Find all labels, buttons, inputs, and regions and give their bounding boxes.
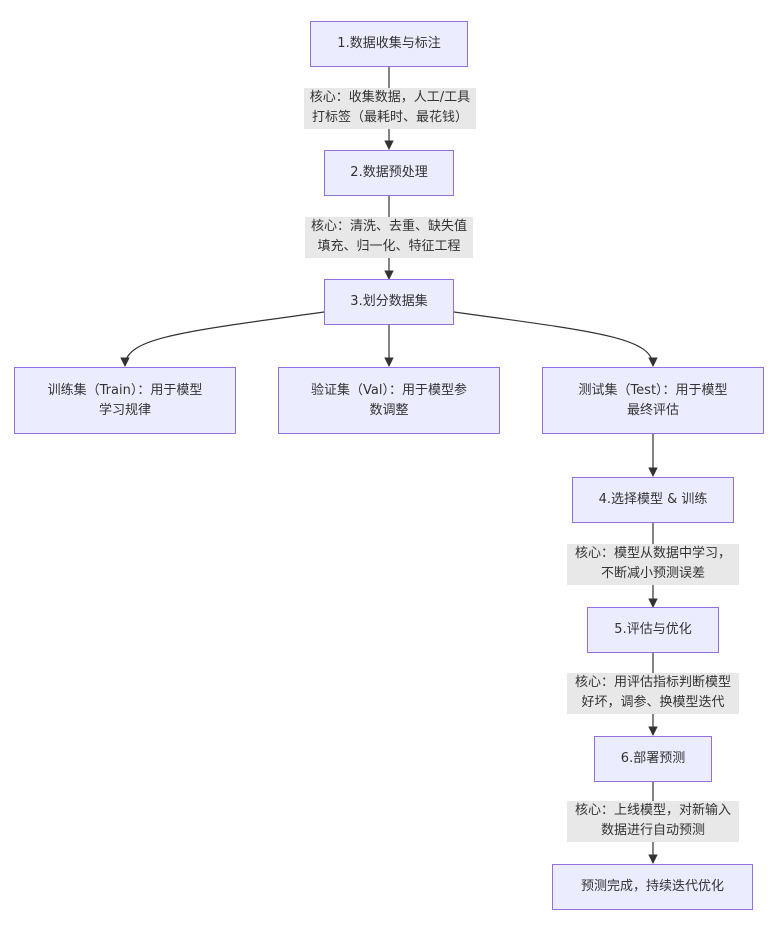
node-split-dataset-line-1: 3.划分数据集 [350, 294, 428, 309]
edge-label-deployment-line-1: 核心：上线模型，对新输入 [574, 803, 731, 818]
node-model-training: 4.选择模型 & 训练 [572, 477, 734, 523]
node-train-set-line-1: 训练集（Train）：用于模型 [47, 382, 203, 398]
node-evaluation: 5.评估与优化 [587, 607, 719, 653]
edge-label-preprocessing: 核心：清洗、去重、缺失值 填充、归一化、特征工程 [305, 217, 473, 258]
edge-label-training: 核心：模型从数据中学习， 不断减小预测误差 [567, 544, 739, 585]
node-deployment-line-1: 6.部署预测 [620, 751, 686, 766]
node-data-collection-line-1: 1.数据收集与标注 [337, 36, 441, 51]
edge-label-training-line-1: 核心：模型从数据中学习， [574, 546, 731, 561]
node-split-dataset: 3.划分数据集 [324, 279, 454, 325]
edge-label-deployment-line-2: 数据进行自动预测 [600, 823, 705, 838]
node-val-set-line-1: 验证集（Val）：用于模型参 [311, 382, 467, 398]
node-preprocessing: 2.数据预处理 [324, 150, 454, 196]
node-data-collection: 1.数据收集与标注 [310, 21, 468, 67]
node-test-set-line-1: 测试集（Test）：用于模型 [578, 382, 728, 398]
edge-label-collection: 核心：收集数据，人工/工具 打标签（最耗时、最花钱） [304, 88, 476, 129]
node-complete: 预测完成，持续迭代优化 [552, 864, 753, 910]
edge-label-evaluation: 核心：用评估指标判断模型 好坏，调参、换模型迭代 [567, 673, 739, 714]
node-test-set-line-2: 最终评估 [626, 402, 679, 418]
edge-label-collection-line-2: 打标签（最耗时、最花钱） [311, 110, 468, 125]
edge-label-collection-line-1: 核心：收集数据，人工/工具 [309, 90, 471, 105]
node-deployment: 6.部署预测 [594, 736, 712, 782]
edge-label-training-line-2: 不断减小预测误差 [600, 566, 705, 581]
node-val-set: 验证集（Val）：用于模型参 数调整 [278, 367, 500, 434]
node-evaluation-line-1: 5.评估与优化 [614, 622, 692, 637]
edge-label-evaluation-line-2: 好坏，调参、换模型迭代 [581, 695, 725, 710]
node-complete-line-1: 预测完成，持续迭代优化 [580, 879, 724, 894]
node-train-set-line-2: 学习规律 [98, 402, 151, 418]
node-train-set: 训练集（Train）：用于模型 学习规律 [14, 367, 236, 434]
node-model-training-line-1: 4.选择模型 & 训练 [598, 492, 708, 507]
node-preprocessing-line-1: 2.数据预处理 [350, 165, 428, 180]
edge-label-evaluation-line-1: 核心：用评估指标判断模型 [574, 675, 731, 690]
edge-label-preprocessing-line-1: 核心：清洗、去重、缺失值 [310, 219, 467, 234]
node-val-set-line-2: 数调整 [369, 402, 409, 418]
edge-n3-train [120, 311, 325, 367]
edge-n3-test [453, 311, 658, 367]
edge-label-deployment: 核心：上线模型，对新输入 数据进行自动预测 [567, 801, 739, 842]
node-test-set: 测试集（Test）：用于模型 最终评估 [542, 367, 764, 434]
edge-label-preprocessing-line-2: 填充、归一化、特征工程 [317, 239, 461, 254]
